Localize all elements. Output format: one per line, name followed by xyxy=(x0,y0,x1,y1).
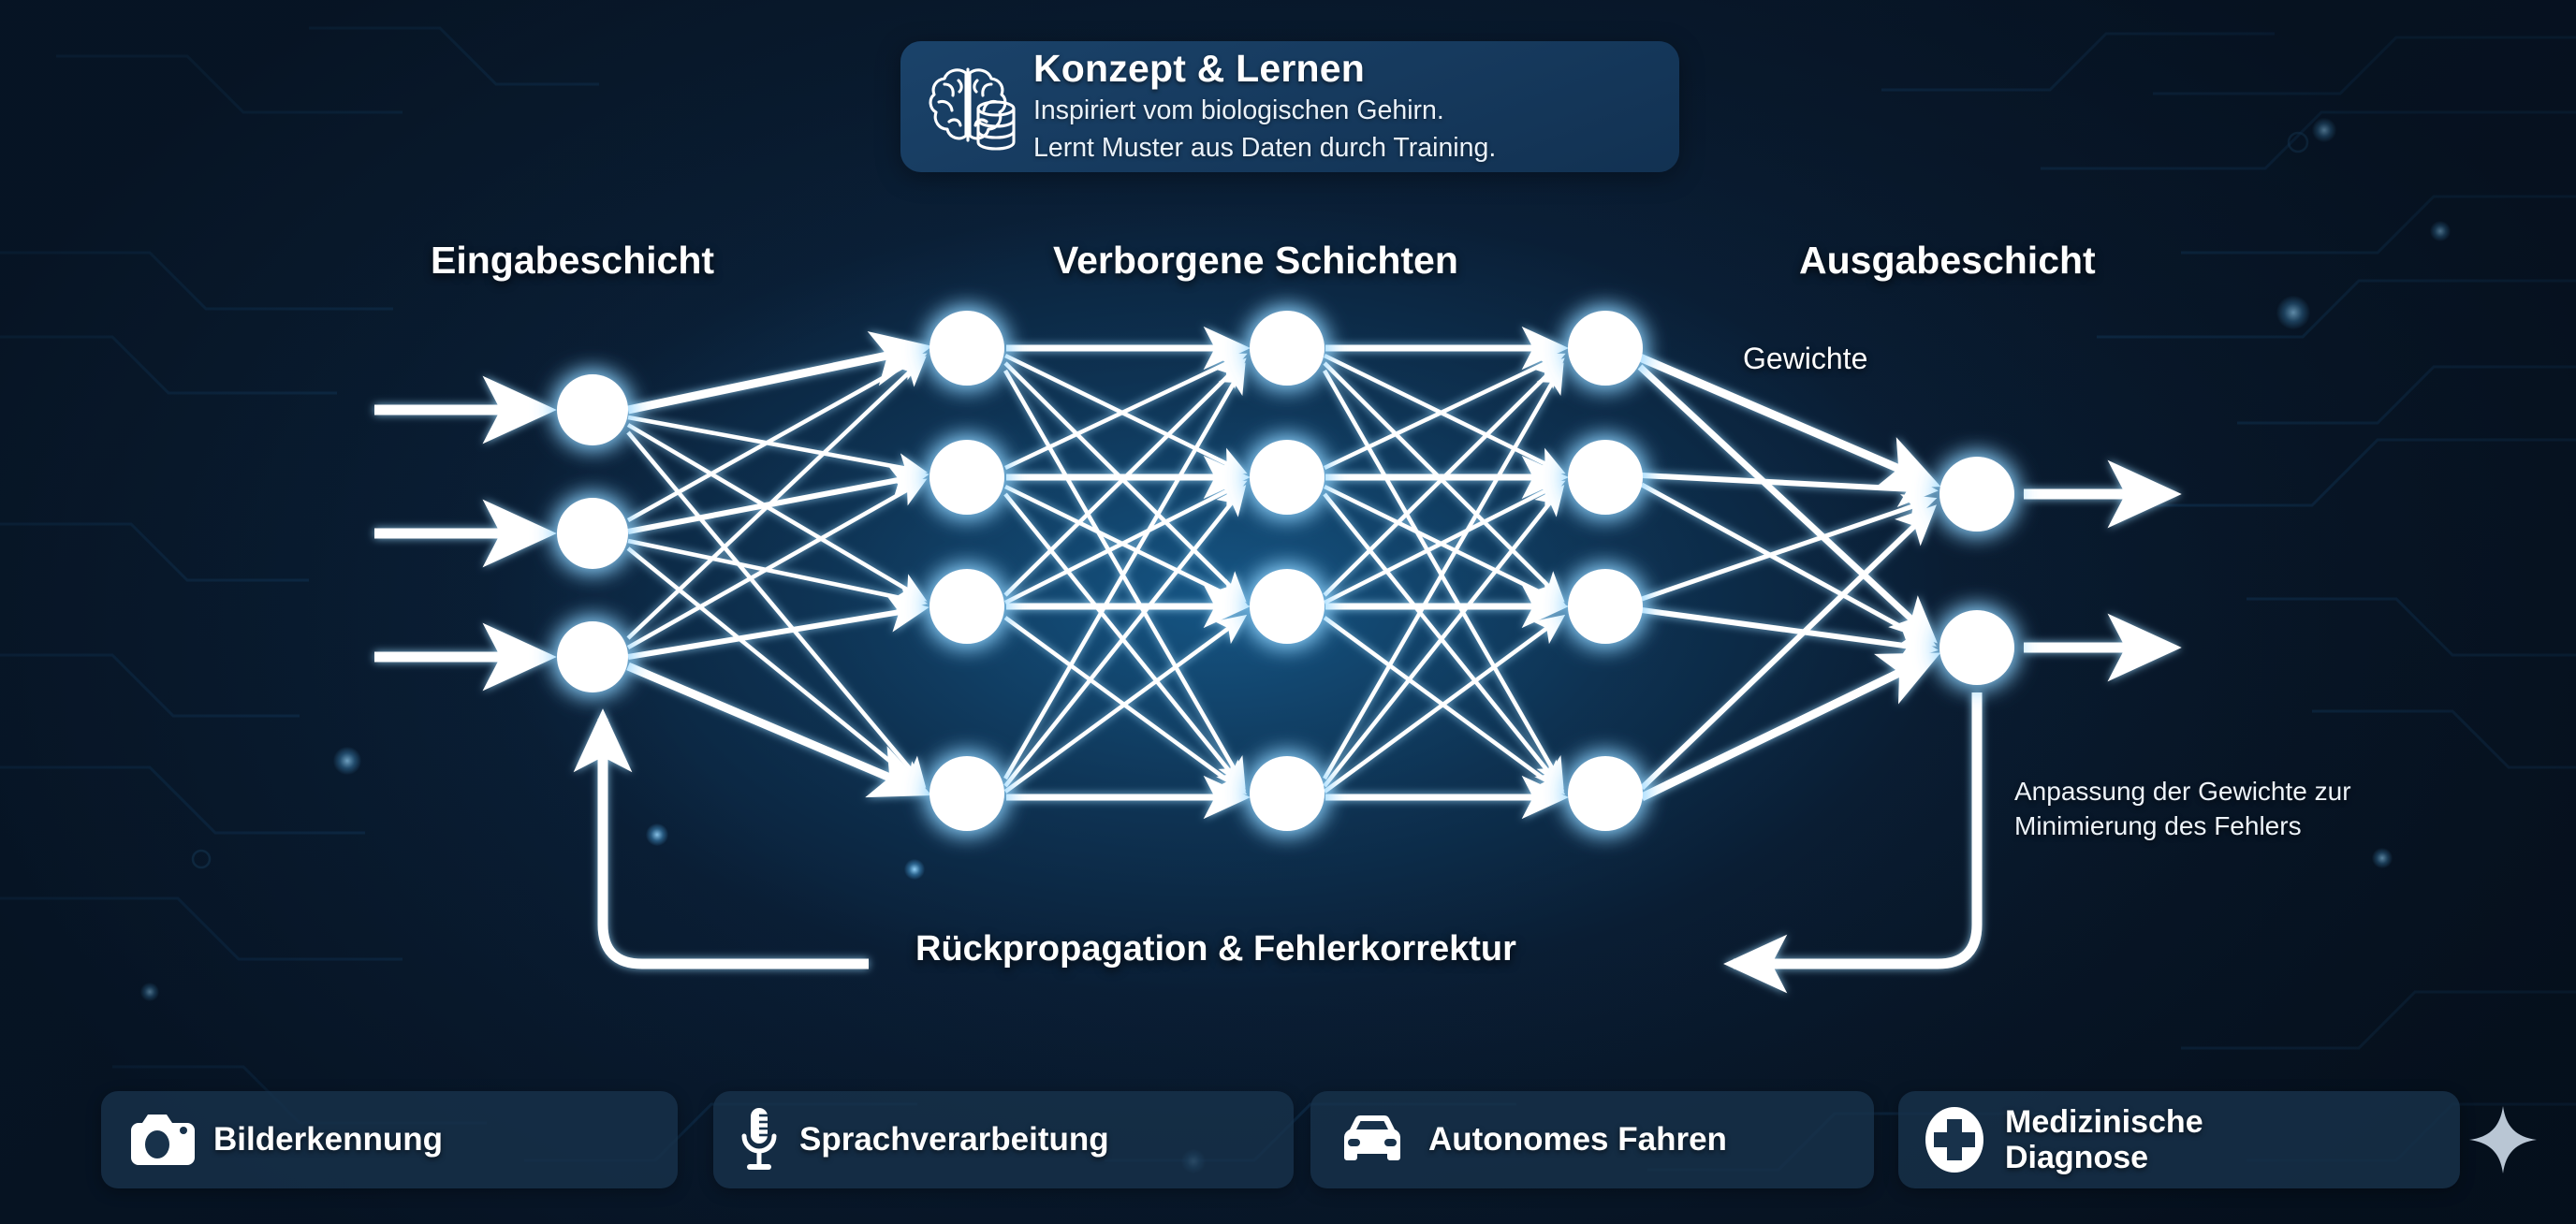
neuron-h2-1 xyxy=(1250,311,1325,386)
sparkle-icon xyxy=(2469,1106,2537,1173)
neuron-output-2 xyxy=(1939,610,2014,685)
microphone-icon xyxy=(741,1108,777,1170)
application-chip-speech-processing[interactable]: Sprachverarbeitung xyxy=(713,1091,1294,1188)
medical-cross-icon xyxy=(1925,1107,1983,1173)
concept-subtitle-line-1: Inspiriert vom biologischen Gehirn. xyxy=(1033,95,1444,125)
neuron-h1-1 xyxy=(929,311,1004,386)
application-chip-medical-diagnosis[interactable]: Medizinische Diagnose xyxy=(1898,1091,2460,1188)
application-chip-image-recognition[interactable]: Bilderkennung xyxy=(101,1091,678,1188)
application-chip-label: Sprachverarbeitung xyxy=(799,1121,1109,1158)
application-chip-label: Autonomes Fahren xyxy=(1428,1121,1727,1158)
backprop-path-right xyxy=(1723,692,1983,994)
neuron-h3-3 xyxy=(1568,569,1643,644)
application-chip-label: Bilderkennung xyxy=(213,1121,444,1158)
concept-card: Konzept & Lernen Inspiriert vom biologis… xyxy=(900,41,1679,172)
neuron-input-3 xyxy=(557,621,628,692)
neuron-h3-4 xyxy=(1568,756,1643,831)
neuron-h3-1 xyxy=(1568,311,1643,386)
car-icon xyxy=(1344,1115,1400,1160)
backpropagation-loop xyxy=(573,692,1983,994)
edges-hidden3-to-output xyxy=(1637,353,1941,802)
concept-title: Konzept & Lernen xyxy=(1033,47,1365,91)
neuron-h2-3 xyxy=(1250,569,1325,644)
neuron-h1-3 xyxy=(929,569,1004,644)
hidden-layers-label: Verborgene Schichten xyxy=(1053,239,1458,282)
backprop-path-left xyxy=(573,708,869,969)
edges-hidden2-to-hidden3 xyxy=(1323,326,1570,820)
hidden-layer-1-nodes xyxy=(929,311,1004,831)
input-layer-nodes xyxy=(557,374,628,692)
weight-adjustment-note: Anpassung der Gewichte zur Minimierung d… xyxy=(2014,777,2351,841)
edges-hidden1-to-hidden2 xyxy=(1003,326,1251,820)
weights-label: Gewichte xyxy=(1743,342,1868,375)
concept-subtitle-line-2: Lernt Muster aus Daten durch Training. xyxy=(1033,133,1497,164)
edges-input-to-hidden1 xyxy=(626,330,933,798)
neuron-h3-2 xyxy=(1568,440,1643,515)
concept-text-block: Konzept & Lernen Inspiriert vom biologis… xyxy=(1033,48,1496,165)
neuron-output-1 xyxy=(1939,457,2014,532)
output-layer-label: Ausgabeschicht xyxy=(1799,239,2096,282)
application-chip-autonomous-driving[interactable]: Autonomes Fahren xyxy=(1310,1091,1874,1188)
application-chip-label: Medizinische Diagnose xyxy=(2005,1103,2203,1175)
input-layer-label: Eingabeschicht xyxy=(431,239,715,282)
backpropagation-label: Rückpropagation & Fehlerkorrektur xyxy=(915,929,1516,969)
output-arrows xyxy=(2024,459,2182,682)
camera-icon xyxy=(131,1115,195,1165)
hidden-layer-2-nodes xyxy=(1250,311,1325,831)
neuron-h2-2 xyxy=(1250,440,1325,515)
applications-bar: Bilderkennung Sprachverarbeitung xyxy=(0,1091,2576,1207)
neuron-h1-4 xyxy=(929,756,1004,831)
output-layer-nodes xyxy=(1939,457,2014,685)
neuron-h1-2 xyxy=(929,440,1004,515)
brain-database-icon xyxy=(929,67,1016,151)
hidden-layer-3-nodes xyxy=(1568,311,1643,831)
neuron-input-1 xyxy=(557,374,628,445)
input-arrows xyxy=(374,375,557,692)
neuron-input-2 xyxy=(557,498,628,569)
neuron-h2-4 xyxy=(1250,756,1325,831)
